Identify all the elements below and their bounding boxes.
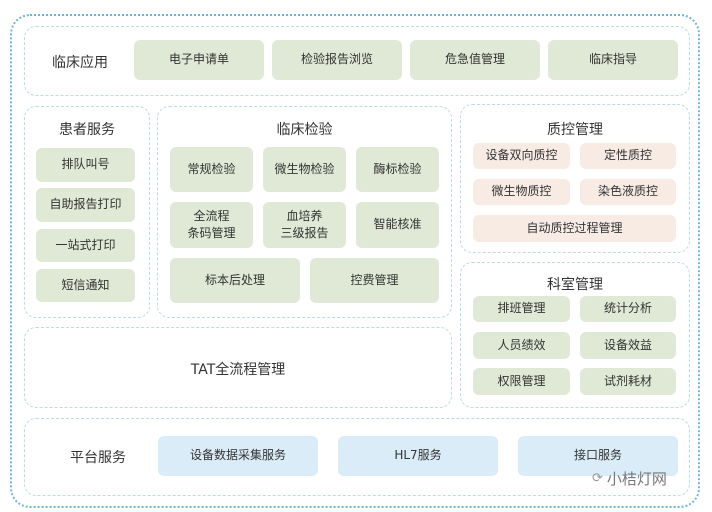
clinical-lab-item: 控费管理 [310, 258, 439, 303]
qc-item: 设备双向质控 [473, 143, 570, 169]
dept-item: 权限管理 [473, 368, 570, 395]
clinical-lab-title: 临床检验 [276, 122, 333, 138]
patient-service-item: 短信通知 [36, 269, 135, 302]
dept-item: 排班管理 [473, 296, 570, 322]
platform-section [24, 418, 690, 496]
qc-title: 质控管理 [547, 122, 603, 138]
clinical-lab-item: 微生物检验 [263, 147, 346, 192]
clinical-app-item: 检验报告浏览 [272, 40, 402, 80]
clinical-lab-item: 常规检验 [170, 147, 253, 192]
dept-item: 设备效益 [580, 332, 676, 359]
dept-section [460, 262, 690, 408]
qc-item: 微生物质控 [473, 179, 570, 205]
tat-title: TAT全流程管理 [190, 362, 286, 378]
platform-title: 平台服务 [70, 450, 126, 466]
qc-item: 定性质控 [580, 143, 676, 169]
clinical-lab-item: 标本后处理 [170, 258, 300, 303]
platform-item: 接口服务 [518, 436, 678, 476]
patient-service-title: 患者服务 [59, 122, 115, 138]
watermark: ⟳ 小桔灯网 [592, 468, 667, 489]
qc-section [460, 104, 690, 253]
patient-service-section [24, 106, 150, 318]
clinical-lab-item: 酶标检验 [356, 147, 439, 192]
dept-item: 统计分析 [580, 296, 676, 322]
qc-item: 自动质控过程管理 [473, 215, 676, 242]
patient-service-item: 排队叫号 [36, 148, 135, 182]
qc-item: 染色液质控 [580, 179, 676, 205]
tat-section [24, 327, 452, 408]
platform-item: 设备数据采集服务 [158, 436, 318, 476]
clinical-lab-item: 全流程 条码管理 [170, 202, 253, 248]
clinical-app-title: 临床应用 [52, 55, 108, 71]
clinical-lab-item: 智能核准 [356, 202, 439, 248]
patient-service-item: 一站式打印 [36, 229, 135, 262]
clinical-lab-item: 血培养 三级报告 [263, 202, 346, 248]
patient-service-item: 自助报告打印 [36, 188, 135, 222]
clinical-app-item: 电子申请单 [134, 40, 264, 80]
wechat-icon: ⟳ [592, 471, 603, 486]
clinical-lab-section [157, 106, 452, 318]
watermark-text: 小桔灯网 [606, 470, 667, 488]
clinical-app-item: 危急值管理 [410, 40, 540, 80]
dept-item: 试剂耗材 [580, 368, 676, 395]
dept-title: 科室管理 [547, 277, 603, 293]
clinical-app-section [24, 26, 690, 96]
dept-item: 人员绩效 [473, 332, 570, 359]
platform-item: HL7服务 [338, 436, 498, 476]
clinical-app-item: 临床指导 [548, 40, 678, 80]
architecture-frame [10, 14, 700, 508]
